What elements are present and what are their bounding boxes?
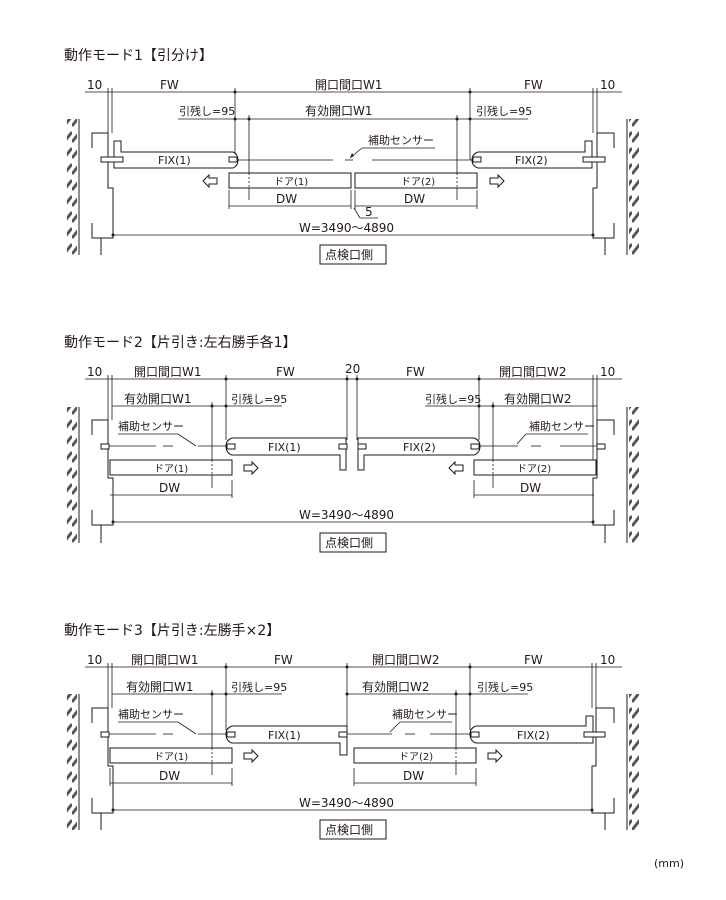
fix-right-label: FIX(2) (515, 154, 548, 167)
arrow-right-icon (243, 460, 259, 476)
dim-opening-w1: 開口間口W1 (131, 653, 199, 667)
mode-3-diagram: 動作モード3【片引き:左勝手×2】 10 開口間口W1 FW 開口間口W2 FW… (64, 623, 639, 840)
door-left-label: ドア(1) (274, 177, 308, 188)
gap-label: 5 (365, 205, 373, 219)
arrow-left-icon (448, 460, 464, 476)
right-frame (592, 419, 615, 526)
dim-pull-right: 引残し=95 (476, 104, 532, 118)
dim-right-margin: 10 (600, 653, 615, 667)
arrow-right-icon (489, 173, 505, 189)
door-left (228, 172, 352, 189)
inspection-side-label: 点検口側 (325, 536, 373, 550)
dim-opening-w1: 開口間口W1 (315, 78, 383, 92)
dim-effective-w1: 有効開口W1 (124, 391, 192, 406)
sensor-label: 補助センサー (368, 133, 434, 147)
left-wall (67, 119, 80, 255)
dim-pull-left: 引残し=95 (179, 104, 235, 118)
fix-panel-right (357, 437, 481, 471)
dim-fw-left: FW (160, 78, 179, 92)
fix-right-label: FIX(2) (517, 729, 550, 742)
dim-effective-w2: 有効開口W2 (504, 391, 572, 406)
fix-panel-right (469, 715, 594, 744)
door-left (109, 459, 233, 476)
dim-opening-w1: 開口間口W1 (134, 365, 202, 379)
inspection-side-label: 点検口側 (325, 248, 373, 262)
mode-3-title: 動作モード3【片引き:左勝手×2】 (64, 623, 280, 639)
total-width-label: W=3490～4890 (299, 796, 394, 810)
door-right (473, 459, 597, 476)
inspection-side-label: 点検口側 (325, 823, 373, 837)
left-frame (91, 419, 114, 526)
dim-fw-1: FW (274, 653, 293, 667)
right-frame (591, 707, 615, 814)
unit-label: (mm) (654, 857, 684, 870)
total-width-label: W=3490～4890 (299, 508, 394, 522)
inspection-side-box (319, 244, 387, 265)
left-frame (91, 707, 114, 814)
dim-effective-w2: 有効開口W2 (362, 679, 430, 694)
dim-effective-w1: 有効開口W1 (126, 679, 194, 694)
sensor-left-label: 補助センサー (118, 419, 184, 433)
door-right-label: ドア(2) (517, 464, 551, 475)
fix-panel-left (225, 725, 348, 756)
sensor-right-label: 補助センサー (392, 707, 458, 721)
dw-right-label: DW (403, 769, 424, 783)
mode-2-title: 動作モード2【片引き:左右勝手各1】 (64, 335, 297, 351)
dw-left-label: DW (159, 769, 180, 783)
total-width-label: W=3490～4890 (299, 221, 394, 235)
sensor-left-label: 補助センサー (118, 707, 184, 721)
dim-pull-right: 引残し=95 (425, 392, 481, 406)
door-right-label: ドア(2) (399, 752, 433, 763)
dw-right-label: DW (520, 481, 541, 495)
fix-panel-left (225, 437, 347, 471)
dim-fw-2: FW (524, 653, 543, 667)
dim-center-gap: 20 (345, 362, 360, 376)
right-wall (626, 407, 639, 543)
inspection-side-box (319, 819, 387, 840)
dim-left-margin: 10 (87, 653, 102, 667)
dim-effective-w1: 有効開口W1 (305, 103, 373, 118)
mode-2-diagram: 動作モード2【片引き:左右勝手各1】 10 開口間口W1 FW 20 FW 開口… (64, 335, 639, 553)
door-left-label: ドア(1) (154, 464, 188, 475)
inspection-side-box (319, 532, 387, 553)
sensor-right-label: 補助センサー (529, 419, 595, 433)
dim-fw-left: FW (276, 365, 295, 379)
dim-right-margin: 10 (600, 78, 615, 92)
dim-fw-right: FW (406, 365, 425, 379)
arrow-left-icon (202, 173, 218, 189)
door-right (353, 747, 477, 764)
mode-1-title: 動作モード1【引分け】 (64, 48, 213, 64)
dim-left-margin: 10 (87, 78, 102, 92)
dim-pull-2: 引残し=95 (477, 680, 533, 694)
dim-pull-1: 引残し=95 (231, 680, 287, 694)
mode-1-diagram: 動作モード1【引分け】 10 FW 開口間口W1 FW 10 引残し=95 有効… (64, 48, 639, 265)
left-wall (67, 407, 80, 543)
dim-fw-right: FW (524, 78, 543, 92)
right-wall (626, 694, 639, 830)
door-right-label: ドア(2) (401, 177, 435, 188)
left-wall (67, 694, 80, 830)
fix-left-label: FIX(1) (158, 154, 191, 167)
dim-opening-w2: 開口間口W2 (372, 653, 440, 667)
arrow-right-icon (487, 748, 503, 764)
dim-opening-w2: 開口間口W2 (499, 365, 567, 379)
fix-left-label: FIX(1) (268, 729, 301, 742)
right-wall (626, 119, 639, 255)
fix-left-label: FIX(1) (268, 441, 301, 454)
dw-right-label: DW (404, 192, 425, 206)
door-left-label: ドア(1) (154, 752, 188, 763)
dim-pull-left: 引残し=95 (231, 392, 287, 406)
door-left (109, 747, 233, 764)
door-right (354, 172, 478, 189)
left-frame (91, 132, 114, 239)
dw-left-label: DW (159, 481, 180, 495)
dim-right-margin: 10 (600, 365, 615, 379)
right-frame (592, 132, 615, 239)
arrow-right-icon (243, 748, 259, 764)
fix-right-label: FIX(2) (403, 441, 436, 454)
dw-left-label: DW (276, 192, 297, 206)
dim-left-margin: 10 (87, 365, 102, 379)
